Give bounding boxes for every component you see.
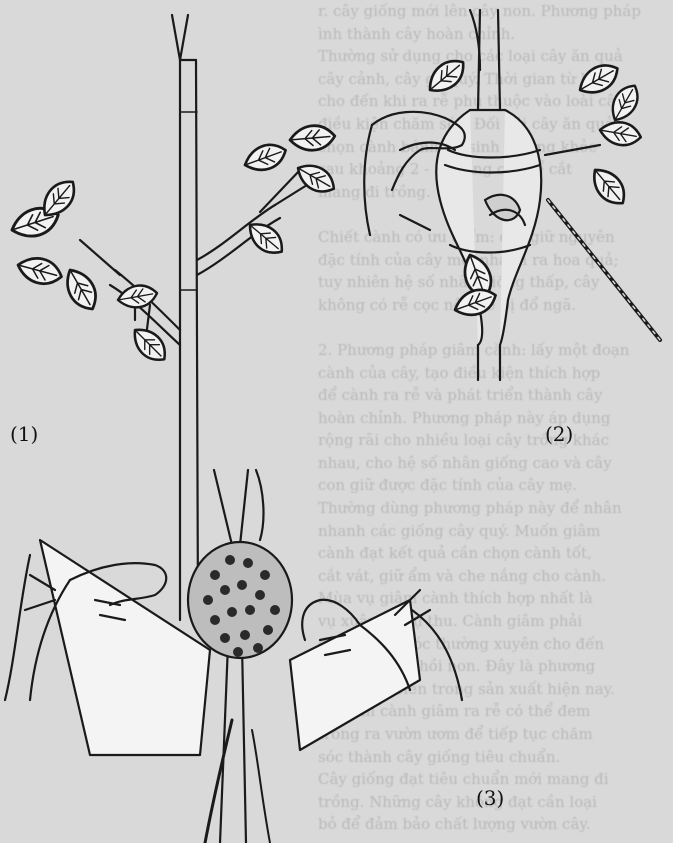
panel-1-branch-before — [80, 15, 315, 620]
panel-label-2: (2) — [545, 422, 573, 446]
panel-label-1: (1) — [10, 422, 38, 446]
panel-1-leaves — [8, 124, 340, 367]
panel-label-3: (3) — [476, 786, 504, 810]
panel-3-moss-ball — [5, 470, 462, 843]
